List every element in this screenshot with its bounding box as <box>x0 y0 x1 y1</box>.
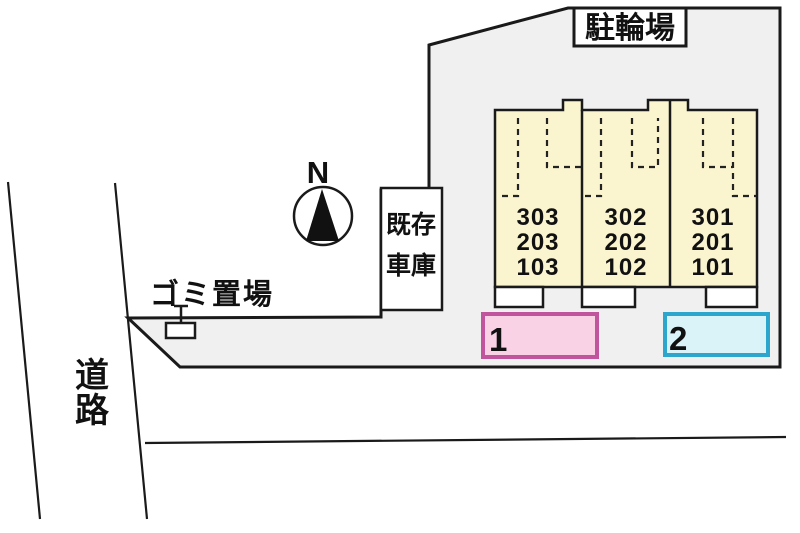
entrance-porch-2 <box>580 285 637 309</box>
unit1-room-label-2: 203 <box>516 229 559 256</box>
unit1-room-label-3: 103 <box>516 254 559 281</box>
unit2-room-label-1: 302 <box>604 204 647 231</box>
garbage-place: ゴミ置場 <box>150 277 274 340</box>
bicycle-parking-box: 駐輪場 <box>572 6 688 48</box>
unit-interior-dashed-lines <box>497 118 756 198</box>
road-label: 道 路 <box>75 357 110 430</box>
unit2-dashed-line-a <box>583 118 603 198</box>
road-label-char-2: 路 <box>75 392 110 430</box>
road-edge-left <box>6 181 42 520</box>
road-edge-right <box>113 182 149 520</box>
unit2-dashed-line-b <box>630 118 660 169</box>
unit3-dashed-line-b <box>731 118 756 198</box>
entrance-porch-3 <box>704 285 759 309</box>
unit1-dashed-line-b <box>545 118 581 169</box>
parking-space-1: 1 <box>481 312 599 359</box>
existing-garage-box: 既存 車庫 <box>379 186 444 312</box>
existing-garage-label-line2: 車庫 <box>386 252 436 280</box>
garbage-place-label: ゴミ置場 <box>150 277 274 311</box>
garbage-icon-box <box>164 321 197 340</box>
unit1-room-label-1: 303 <box>516 204 559 231</box>
north-arrow-icon <box>306 189 339 241</box>
unit1-dashed-line-a <box>497 118 520 198</box>
entrance-porch-1 <box>493 285 545 309</box>
existing-garage-rect <box>379 186 444 312</box>
parking-space-2-label: 2 <box>669 320 687 357</box>
existing-garage-label-line1: 既存 <box>386 211 436 239</box>
compass-label: N <box>307 155 329 190</box>
unit3-room-label-1: 301 <box>691 204 734 231</box>
parking-space-2: 2 <box>663 312 770 357</box>
parking-space-1-rect <box>481 312 599 359</box>
garbage-place-icon <box>164 304 197 340</box>
road-label-char-1: 道 <box>75 357 109 395</box>
unit3-room-label-2: 201 <box>691 229 734 256</box>
south-road-line <box>144 435 787 445</box>
unit3-dashed-line-a <box>701 118 733 169</box>
unit2-room-label-2: 202 <box>604 229 647 256</box>
unit-room-labels: 303 203 103 302 202 102 301 201 101 <box>516 204 734 281</box>
unit3-room-label-3: 101 <box>691 254 734 281</box>
bicycle-parking-rect <box>572 6 688 48</box>
north-compass: N <box>292 155 354 247</box>
parking-space-1-label: 1 <box>489 321 507 358</box>
bicycle-parking-label: 駐輪場 <box>585 11 675 45</box>
parking-space-2-rect <box>663 312 770 357</box>
unit2-room-label-3: 102 <box>604 254 647 281</box>
